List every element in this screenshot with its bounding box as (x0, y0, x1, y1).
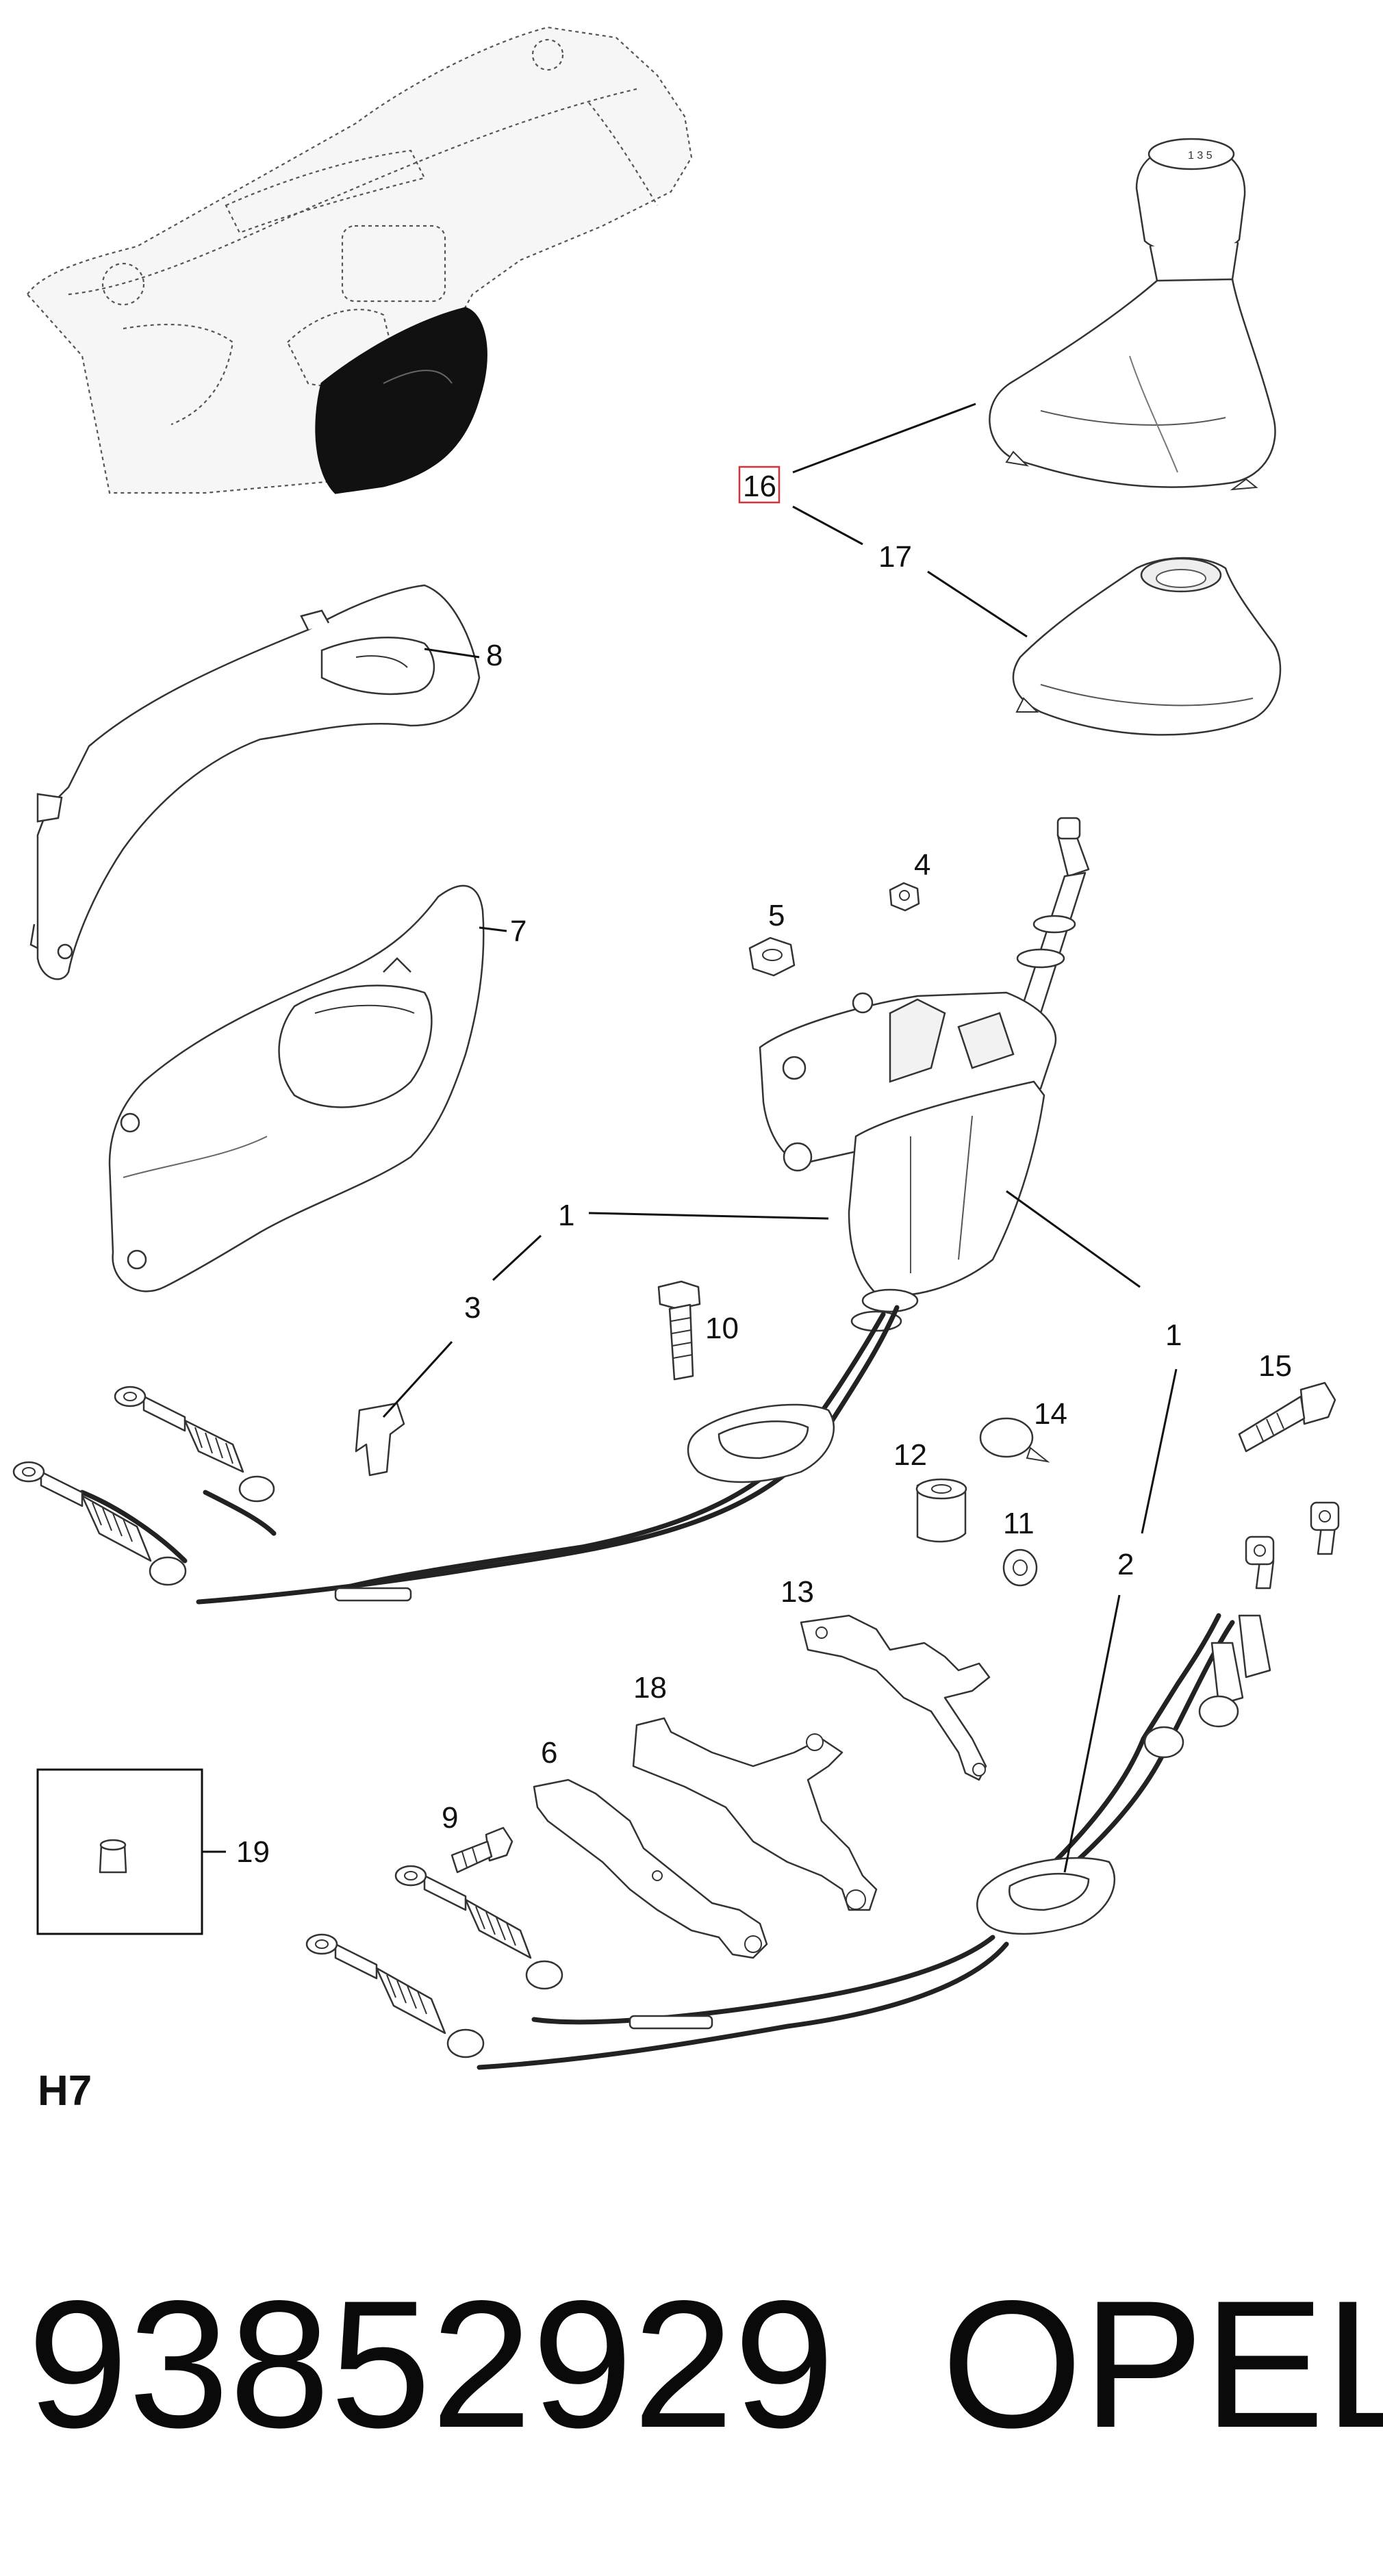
callout-7: 7 (510, 915, 526, 948)
callout-16: 16 (743, 470, 776, 503)
bushing-12 (915, 1478, 967, 1543)
callout-11: 11 (1003, 1507, 1035, 1540)
callout-12: 12 (893, 1438, 927, 1472)
callout-8: 8 (486, 639, 503, 672)
bracket-13 (800, 1614, 991, 1781)
nut-4 (889, 882, 920, 912)
washer-11 (1002, 1548, 1038, 1587)
console-trim-panel (29, 584, 481, 980)
footer-brand: OPEL (941, 2263, 1383, 2466)
callout-6: 6 (541, 1736, 557, 1770)
callout-17: 17 (878, 540, 912, 574)
bolt-10 (657, 1280, 701, 1381)
bolt-15 (1238, 1381, 1336, 1453)
callout-2: 2 (1117, 1548, 1134, 1581)
detail-box-19 (36, 1768, 203, 1935)
callout-14: 14 (1034, 1397, 1067, 1431)
bracket-6 (533, 1778, 768, 1959)
dashboard-overview (26, 26, 693, 494)
callout-13: 13 (781, 1575, 814, 1609)
damper-14 (979, 1417, 1050, 1463)
gear-knob-with-boot: 1 3 5 (989, 138, 1276, 491)
callout-10: 10 (705, 1312, 739, 1345)
callout-5: 5 (768, 899, 785, 932)
shift-cable-assembly-lower (305, 1501, 1340, 2070)
callout-4: 4 (914, 848, 930, 882)
callout-18: 18 (633, 1671, 667, 1705)
callout-9: 9 (442, 1801, 458, 1835)
console-lower-trim (108, 884, 485, 1292)
nut-5 (748, 936, 796, 977)
callout-16-highlight (738, 466, 781, 504)
shift-cable-assembly-upper (12, 1305, 900, 1605)
gear-shift-mechanism (759, 817, 1090, 1332)
section-code: H7 (38, 2067, 92, 2115)
console-highlight (315, 307, 487, 494)
callout-labels: 16 17 8 7 4 5 1 1 3 10 15 14 12 11 2 13 … (236, 466, 1292, 1869)
svg-text:1 3 5: 1 3 5 (1188, 150, 1213, 162)
retaining-clip-3 (355, 1402, 405, 1477)
callout-15: 15 (1258, 1349, 1292, 1383)
leader-lines (202, 403, 1178, 1873)
bolt-9 (451, 1826, 513, 1874)
callout-19: 19 (236, 1835, 270, 1869)
bracket-18 (632, 1717, 878, 1911)
callout-1-right: 1 (1165, 1318, 1182, 1352)
callout-3: 3 (464, 1291, 481, 1325)
callout-1-upper: 1 (558, 1199, 574, 1232)
gear-boot (1012, 557, 1282, 736)
footer-part-number: 93852929 (27, 2263, 835, 2466)
